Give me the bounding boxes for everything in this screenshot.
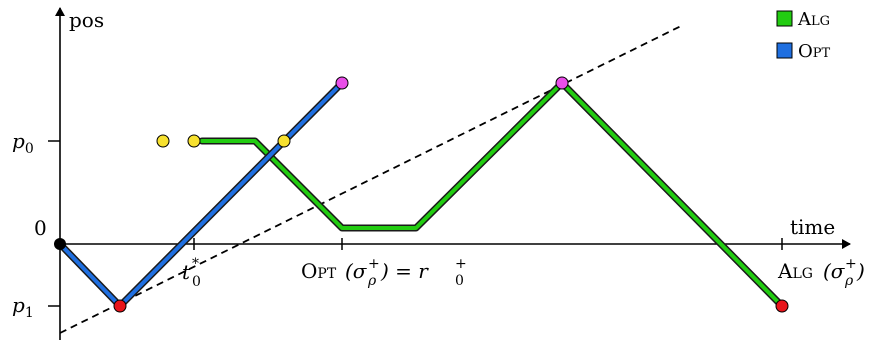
opt-r-sub: 0 (455, 273, 464, 289)
dashed-reference-line (59, 24, 684, 334)
magenta-point-alg-peak (555, 76, 569, 90)
legend: Alg Opt (776, 9, 831, 62)
red-point-opt-min (113, 299, 127, 313)
t0-sub: 0 (192, 274, 201, 290)
yellow-point-3 (277, 134, 291, 148)
y-tick-label-p0: p0 (12, 129, 34, 157)
p1-sub: 1 (25, 305, 34, 321)
opt-sup: + (368, 256, 380, 272)
alg-close: ) (856, 259, 865, 283)
origin-point (54, 238, 66, 250)
opt-close: ) = r (380, 259, 429, 283)
p0-sub: 0 (25, 141, 34, 157)
alg-sup: + (845, 256, 857, 272)
opt-path-outline (56, 79, 346, 310)
alg-path (200, 81, 784, 308)
y-tick-label-p1: p1 (12, 293, 34, 321)
opt-sc: Opt (301, 259, 337, 283)
opt-open: (σ (345, 259, 368, 283)
alg-open: (σ (823, 259, 846, 283)
alg-path-outline (198, 79, 786, 310)
legend-label-alg: Alg (797, 9, 830, 30)
yellow-point-1 (156, 134, 170, 148)
magenta-point-opt-end (335, 76, 349, 90)
red-point-alg-end (775, 299, 789, 313)
yellow-point-2 (187, 134, 201, 148)
opt-sub: ρ (367, 273, 377, 289)
x-axis-label: time (790, 215, 835, 239)
legend-label-opt: Opt (798, 41, 831, 62)
opt-path (58, 81, 344, 308)
alg-sc: Alg (777, 259, 813, 283)
x-tick-label-t0: t * 0 (182, 256, 201, 290)
x-tick-label-alg: Alg (σ + ρ ) (777, 256, 865, 289)
opt-r-sup: + (455, 256, 467, 272)
x-tick-label-opt: Opt (σ + ρ ) = r + 0 (301, 256, 467, 289)
t0-main: t (182, 260, 191, 284)
y-axis-label: pos (69, 8, 104, 32)
t0-sup: * (192, 256, 199, 272)
p1-main: p (12, 293, 25, 317)
p0-main: p (12, 129, 25, 153)
origin-label: 0 (34, 216, 47, 240)
legend-swatch-opt (776, 42, 793, 59)
legend-swatch-alg (776, 10, 793, 27)
alg-sub: ρ (844, 273, 854, 289)
